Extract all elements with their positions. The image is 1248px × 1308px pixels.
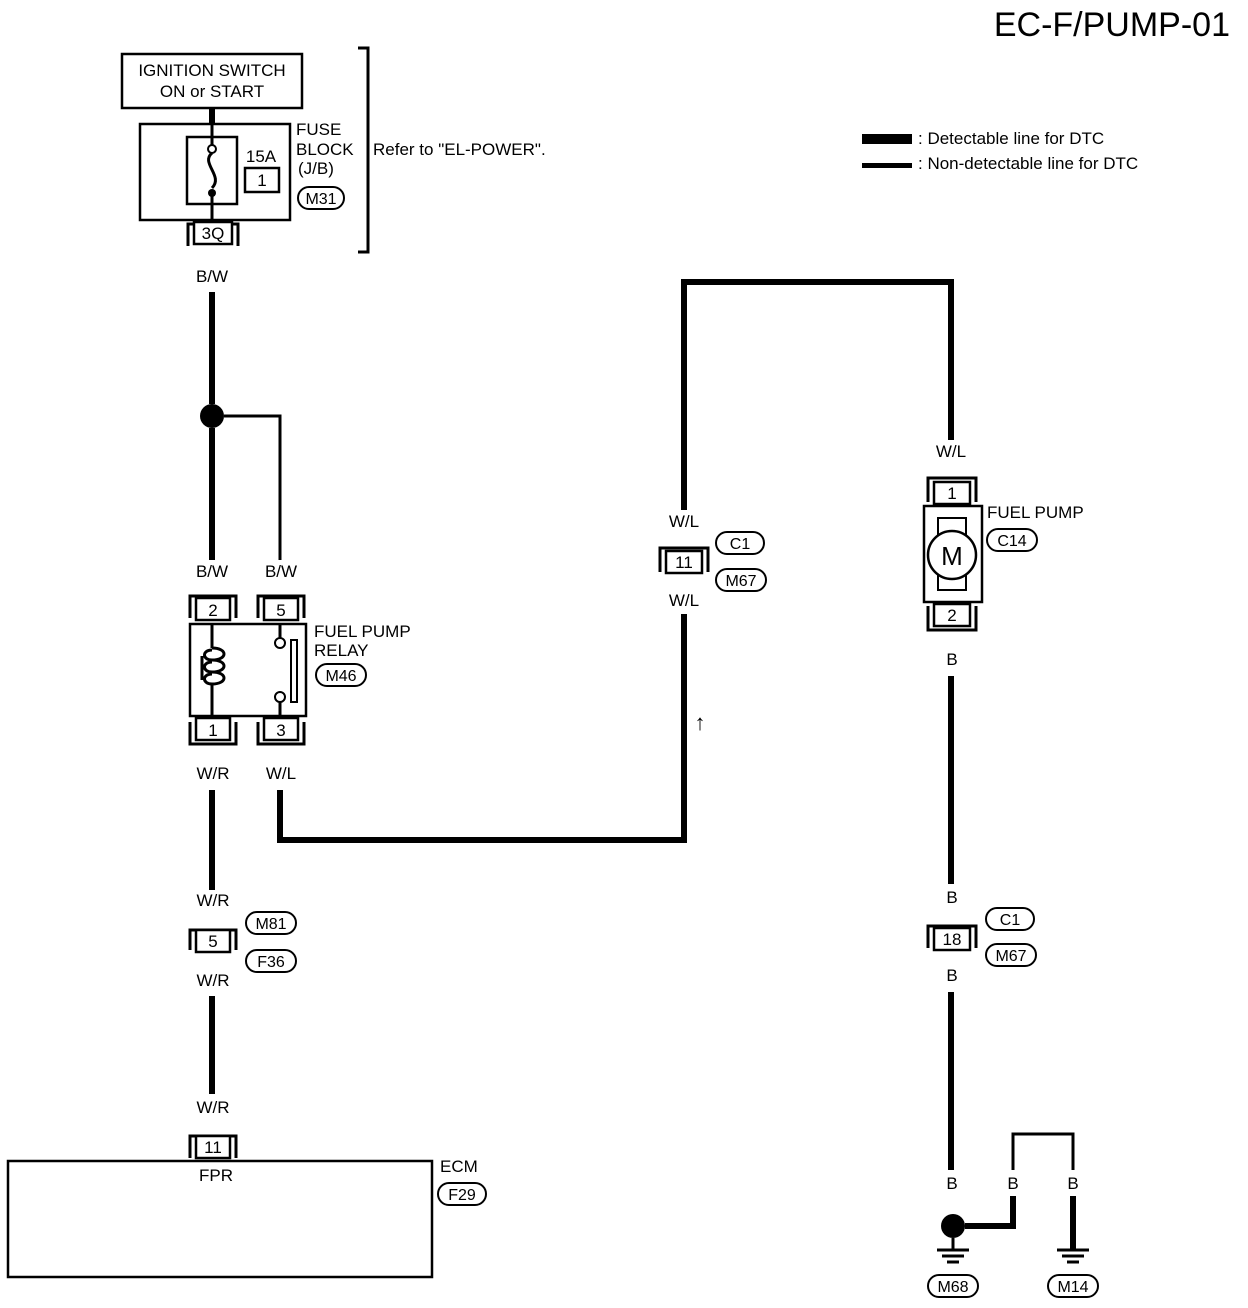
legend: : Detectable line for DTC : Non-detectab… [862,129,1138,173]
legend-thin-line [862,163,912,168]
fuse-number: 1 [257,171,266,190]
fuse-block-line1: FUSE [296,120,341,139]
wire-label-wr-3: W/R [196,971,229,990]
ignition-line2: ON or START [160,82,264,101]
splice-point-ground [941,1214,965,1238]
relay-pin-1: 1 [208,721,217,740]
joint-left-pin: 5 [208,932,217,951]
fuse-block: 15A 1 FUSE BLOCK (J/B) M31 3Q [138,108,354,246]
wire-label-wl-pump: W/L [936,442,966,461]
ground-label-m68: M68 [937,1279,968,1296]
ground-icon-m68: M68 [927,1238,979,1298]
fuse-rating: 15A [246,147,277,166]
ground-icon-m14: M14 [1047,1248,1099,1298]
relay-pin-5: 5 [276,601,285,620]
wire-b-ground-link [965,1196,1016,1229]
wire-label-bw-left: B/W [196,562,228,581]
wire-label-b-6: B [1067,1174,1078,1193]
wire-label-wl-mid-top: W/L [669,512,699,531]
wire-label-wr-2: W/R [196,891,229,910]
ecm-label: ECM [440,1157,478,1176]
legend-nondetectable-text: : Non-detectable line for DTC [918,154,1138,173]
relay-label-line1: FUEL PUMP [314,622,411,641]
legend-thick-line [862,134,912,144]
motor-icon [926,529,978,581]
wire-label-b-1: B [946,650,957,669]
wire-label-b-5: B [1007,1174,1018,1193]
fuel-pump-pin-1: 1 [947,484,956,503]
legend-detectable-text: : Detectable line for DTC [918,129,1104,148]
wire-label-bw-top: B/W [196,267,228,286]
relay-contact-top [274,637,286,649]
joint-right-conn2: M67 [995,948,1026,965]
ground-label-m14: M14 [1057,1279,1088,1296]
wire-label-wr-1: W/R [196,764,229,783]
wire-label-bw-right: B/W [265,562,297,581]
relay-pin-2: 2 [208,601,217,620]
diagram-title: EC-F/PUMP-01 [994,6,1230,44]
joint-connector-m81: 5 M81 F36 [188,911,297,973]
ignition-line1: IGNITION SWITCH [138,61,285,80]
relay-contact-bottom [274,691,286,703]
wire-label-b-2: B [946,888,957,907]
wire-b-ground-bridge [1011,1132,1075,1170]
relay-label-line2: RELAY [314,641,369,660]
ecm-connector: F29 [448,1187,476,1204]
fuse-terminal-top [207,144,217,154]
wire-label-b-3: B [946,966,957,985]
wire-label-wr-4: W/R [196,1098,229,1117]
refer-text: Refer to "EL-POWER". [373,140,546,159]
joint-right-pin: 18 [943,930,962,949]
joint-mid-conn2: M67 [725,573,756,590]
ecm-pin: 11 [204,1138,222,1157]
relay-connector: M46 [325,668,356,685]
wire-label-b-4: B [946,1174,957,1193]
relay-pin-3: 3 [276,721,285,740]
fuse-block-line2: BLOCK [296,140,354,159]
joint-right-conn1: C1 [1000,912,1021,929]
fuel-pump-label: FUEL PUMP [987,503,1084,522]
relay-coil-icon [211,646,226,686]
relay-switch-icon [290,639,298,703]
joint-left-conn1: M81 [255,916,286,933]
ecm-module: 11 FPR ECM F29 [6,1134,487,1279]
joint-connector-c1-mid: 11 C1 M67 [658,531,767,592]
splice-point-left [200,404,224,428]
current-direction-arrow: ↑ [695,710,706,735]
refer-bracket [358,46,370,254]
wire-wl-upper [681,279,954,510]
wire-bw-relay-switch [224,414,282,560]
joint-connector-c1-right: 18 C1 M67 [926,907,1037,967]
fuel-pump: 1 M 2 FUEL PUMP C14 [922,476,1084,632]
fuse-block-connector: M31 [305,191,336,208]
fuel-pump-pin-2: 2 [947,606,956,625]
fuse-pin-3q: 3Q [202,224,225,243]
fuel-pump-relay: 2 5 1 3 FUEL PUMP RELAY M46 [188,594,411,746]
ecm-terminal: FPR [199,1166,233,1185]
motor-symbol: M [941,541,963,571]
joint-left-conn2: F36 [257,954,285,971]
joint-mid-pin: 11 [675,553,693,572]
wire-label-wl-relay: W/L [266,764,296,783]
fuel-pump-connector: C14 [997,533,1026,550]
wire-label-wl-mid-bottom: W/L [669,591,699,610]
wire-wl-lower [277,614,687,843]
fuse-icon [207,151,217,190]
ignition-switch: IGNITION SWITCH ON or START [120,52,304,110]
joint-mid-conn1: C1 [730,536,751,553]
fuse-block-line3: (J/B) [298,159,334,178]
